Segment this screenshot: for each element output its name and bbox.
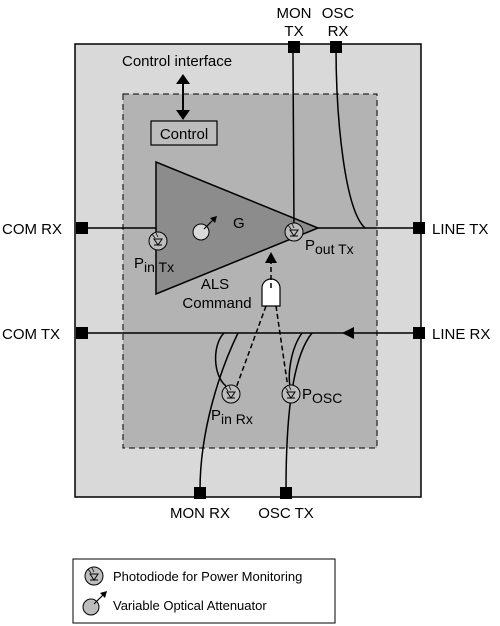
osc-rx-label-line1: OSC [322,5,355,22]
control-interface-arrow [176,74,190,120]
gain-label: G [233,215,245,232]
mon-rx-fiber [214,332,227,387]
osc-rx-label-line2: RX [328,23,349,40]
p-in-rx-label: Pin Rx [211,407,253,427]
photodiode-icon [148,231,168,251]
line-rx-direction-arrow [342,327,354,339]
line-tx-label: LINE TX [432,221,488,238]
photodiode-icon [284,222,304,242]
photodiode-icon [281,384,301,404]
mon-rx-output-fiber [199,332,239,491]
als-dash-left [235,305,267,389]
p-out-tx-label: Pout Tx [305,237,354,257]
als-label-line2: Command [182,295,251,312]
port-mon-tx [288,41,300,53]
legend-box [72,558,336,624]
control-interface-label: Control interface [122,53,232,70]
control-label: Control [160,126,208,143]
port-line-tx [413,222,425,234]
als-dash-right [275,305,289,389]
legend-photodiode-label: Photodiode for Power Monitoring [113,569,302,584]
photodiode-icon [221,384,241,404]
p-in-tx-label: Pin Tx [134,255,174,275]
com-rx-label: COM RX [2,221,62,238]
als-label-line1: ALS [201,276,229,293]
control-box [150,120,218,146]
p-osc-label: POSC [302,386,342,406]
mon-tx-fiber [292,46,295,229]
port-osc-rx [330,41,342,53]
osc-rx-fiber [335,46,366,229]
mon-tx-label-line1: MON [277,5,312,22]
port-com-tx [76,327,88,339]
port-com-rx [76,222,88,234]
photodiode-legend-icon [84,566,104,586]
voa-legend-icon [82,591,107,616]
osc-tx-label: OSC TX [258,505,314,522]
als-and-gate [261,278,281,307]
port-osc-tx [280,487,292,499]
als-arrowhead [265,252,277,263]
port-line-rx [413,327,425,339]
port-mon-rx [194,487,206,499]
legend-voa-label: Variable Optical Attenuator [113,598,267,613]
line-rx-label: LINE RX [432,326,490,343]
com-tx-label: COM TX [2,326,60,343]
p-osc-tap-fiber [288,332,303,387]
voa-icon [192,216,217,241]
mon-tx-label-line2: TX [284,23,303,40]
mon-rx-label: MON RX [170,505,230,522]
